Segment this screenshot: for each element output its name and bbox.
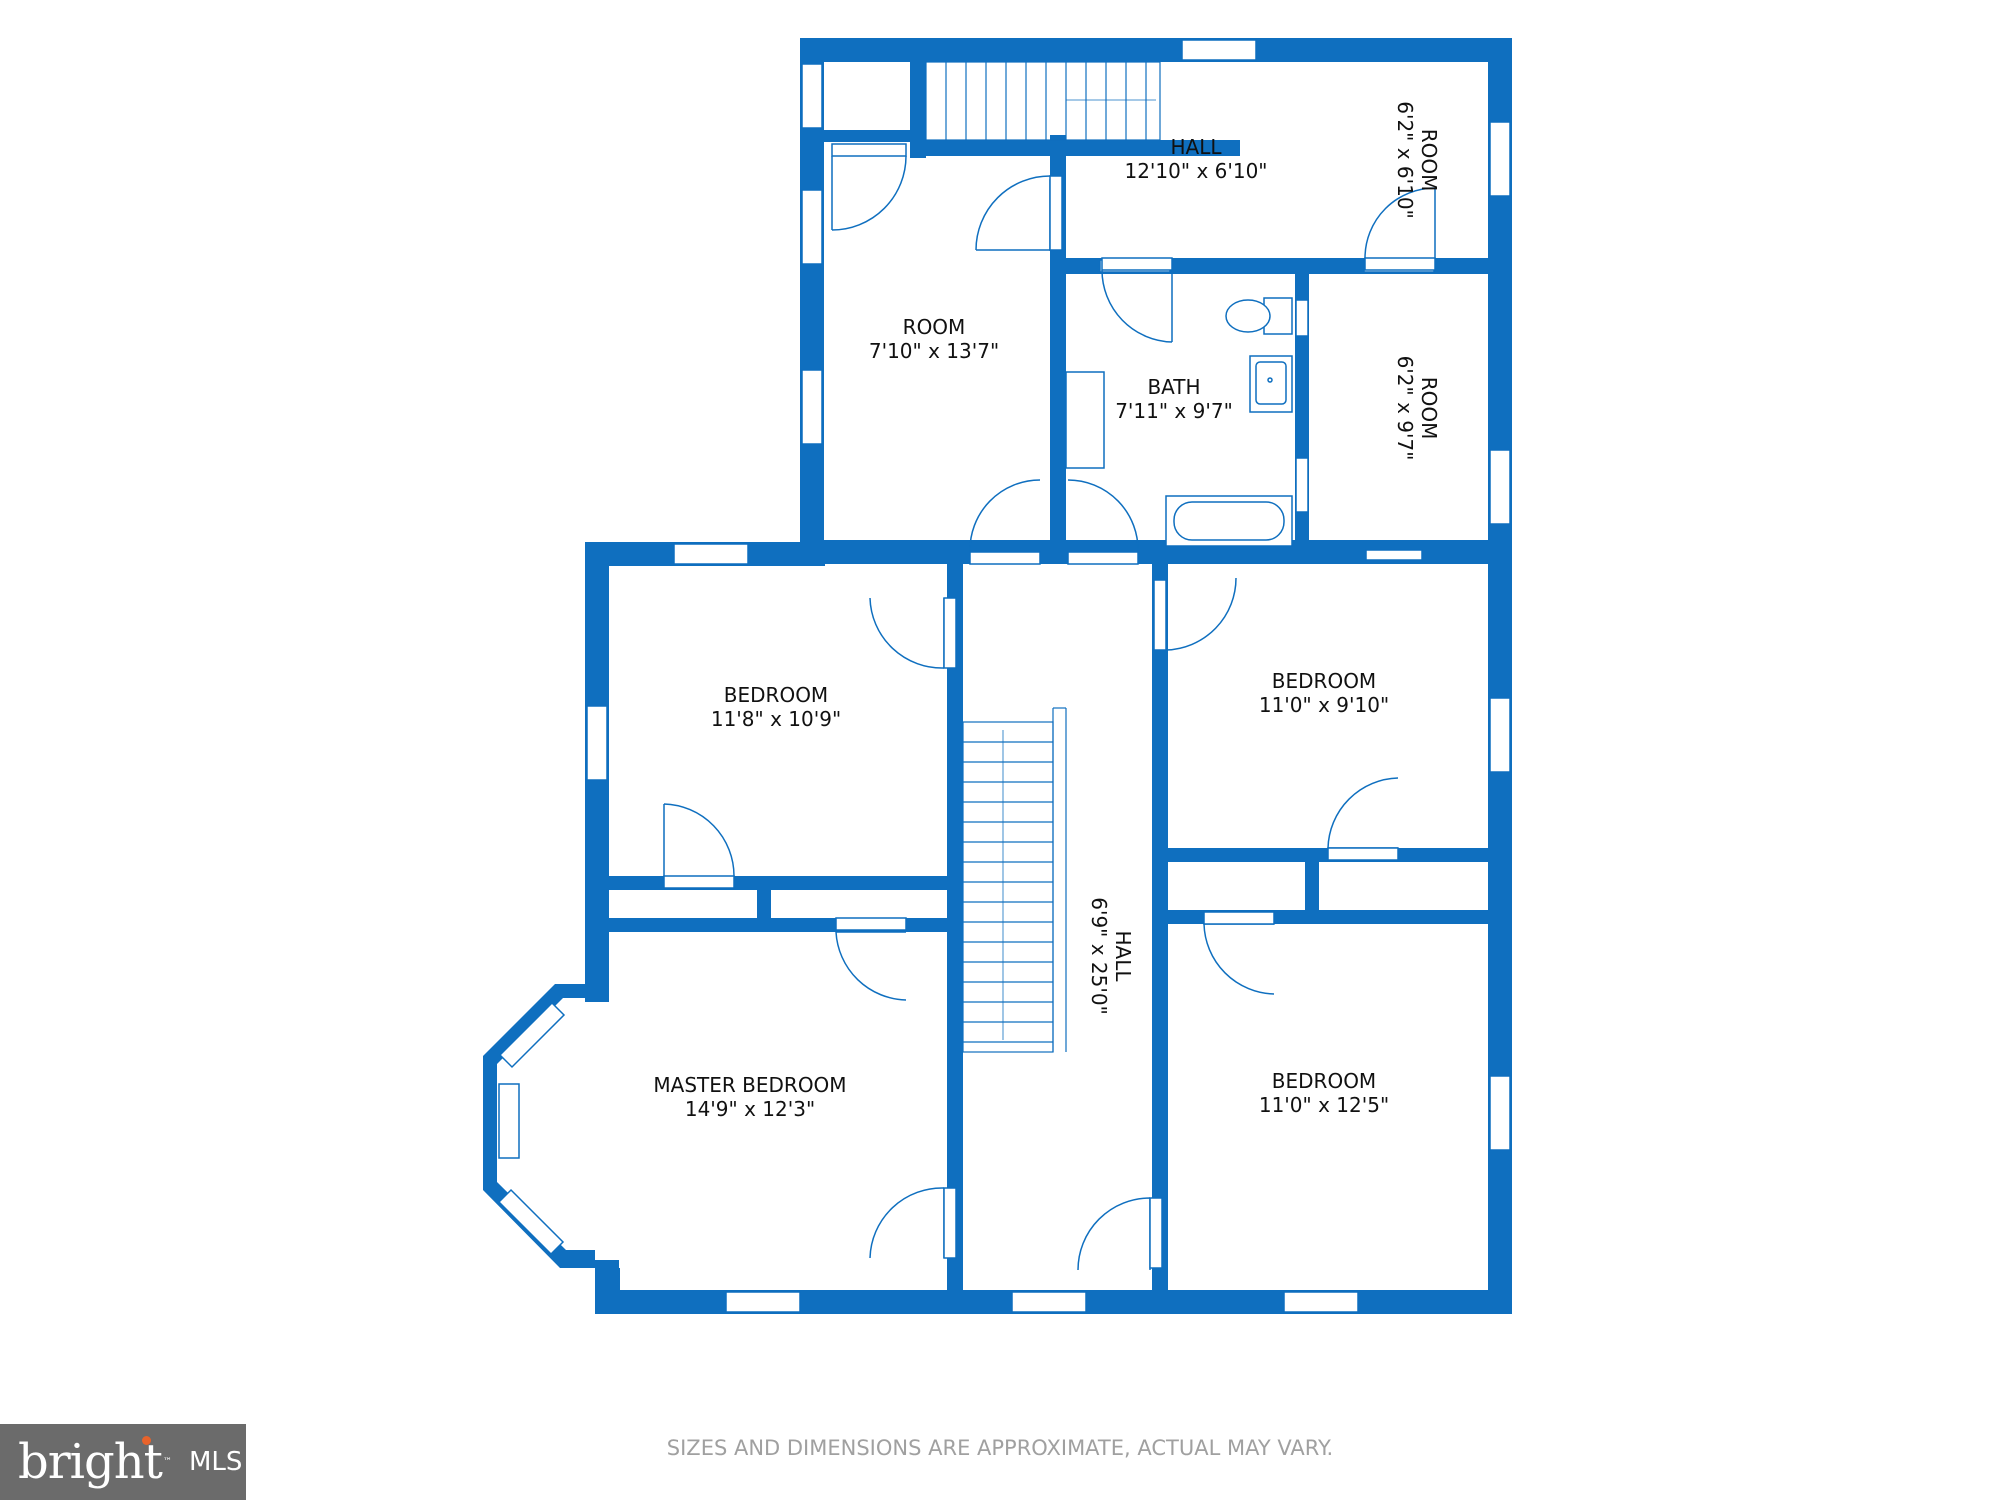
logo-mls: MLS	[188, 1447, 243, 1477]
room-name-bedroom-bottom-right: BEDROOM	[1272, 1069, 1376, 1093]
room-dims-room-top-right: 6'2" x 6'10"	[1393, 101, 1417, 219]
disclaimer-text: SIZES AND DIMENSIONS ARE APPROXIMATE, AC…	[666, 1436, 1334, 1460]
stairs-top	[925, 61, 1161, 141]
room-name-bedroom-right: BEDROOM	[1272, 669, 1376, 693]
logo-trademark: ™	[162, 1457, 172, 1467]
door-leaves	[663, 143, 1436, 1269]
logo-wordmark: bright	[18, 1434, 163, 1490]
room-name-hall-top: HALL	[1170, 135, 1222, 159]
brightmls-logo: bright ™ MLS	[0, 1424, 246, 1500]
logo-accent-icon	[141, 1435, 151, 1445]
room-name-bedroom-left: BEDROOM	[724, 683, 828, 707]
room-dims-room-left: 7'10" x 13'7"	[869, 339, 999, 363]
room-dims-bedroom-left: 11'8" x 10'9"	[711, 707, 841, 731]
room-name-room-left: ROOM	[903, 315, 966, 339]
room-dims-hall-top: 12'10" x 6'10"	[1124, 159, 1267, 183]
bay-windows	[497, 1001, 566, 1256]
room-dims-bedroom-bottom-right: 11'0" x 12'5"	[1259, 1093, 1389, 1117]
room-labels: HALL 12'10" x 6'10" ROOM 6'2" x 6'10" RO…	[653, 101, 1441, 1121]
room-dims-hall-center: 6'9" x 25'0"	[1087, 897, 1111, 1015]
room-name-room-right: ROOM	[1417, 377, 1441, 440]
room-dims-room-right: 6'2" x 9'7"	[1393, 356, 1417, 461]
stairs-center	[962, 707, 1067, 1053]
room-dims-bedroom-right: 11'0" x 9'10"	[1259, 693, 1389, 717]
room-dims-master-bedroom: 14'9" x 12'3"	[685, 1097, 815, 1121]
room-name-hall-center: HALL	[1111, 930, 1135, 982]
room-name-room-top-right: ROOM	[1417, 129, 1441, 192]
bath-fixtures	[1065, 297, 1293, 547]
room-name-master-bedroom: MASTER BEDROOM	[653, 1073, 846, 1097]
toilet-icon	[1225, 299, 1271, 333]
room-dims-bath: 7'11" x 9'7"	[1115, 399, 1233, 423]
room-name-bath: BATH	[1147, 375, 1200, 399]
